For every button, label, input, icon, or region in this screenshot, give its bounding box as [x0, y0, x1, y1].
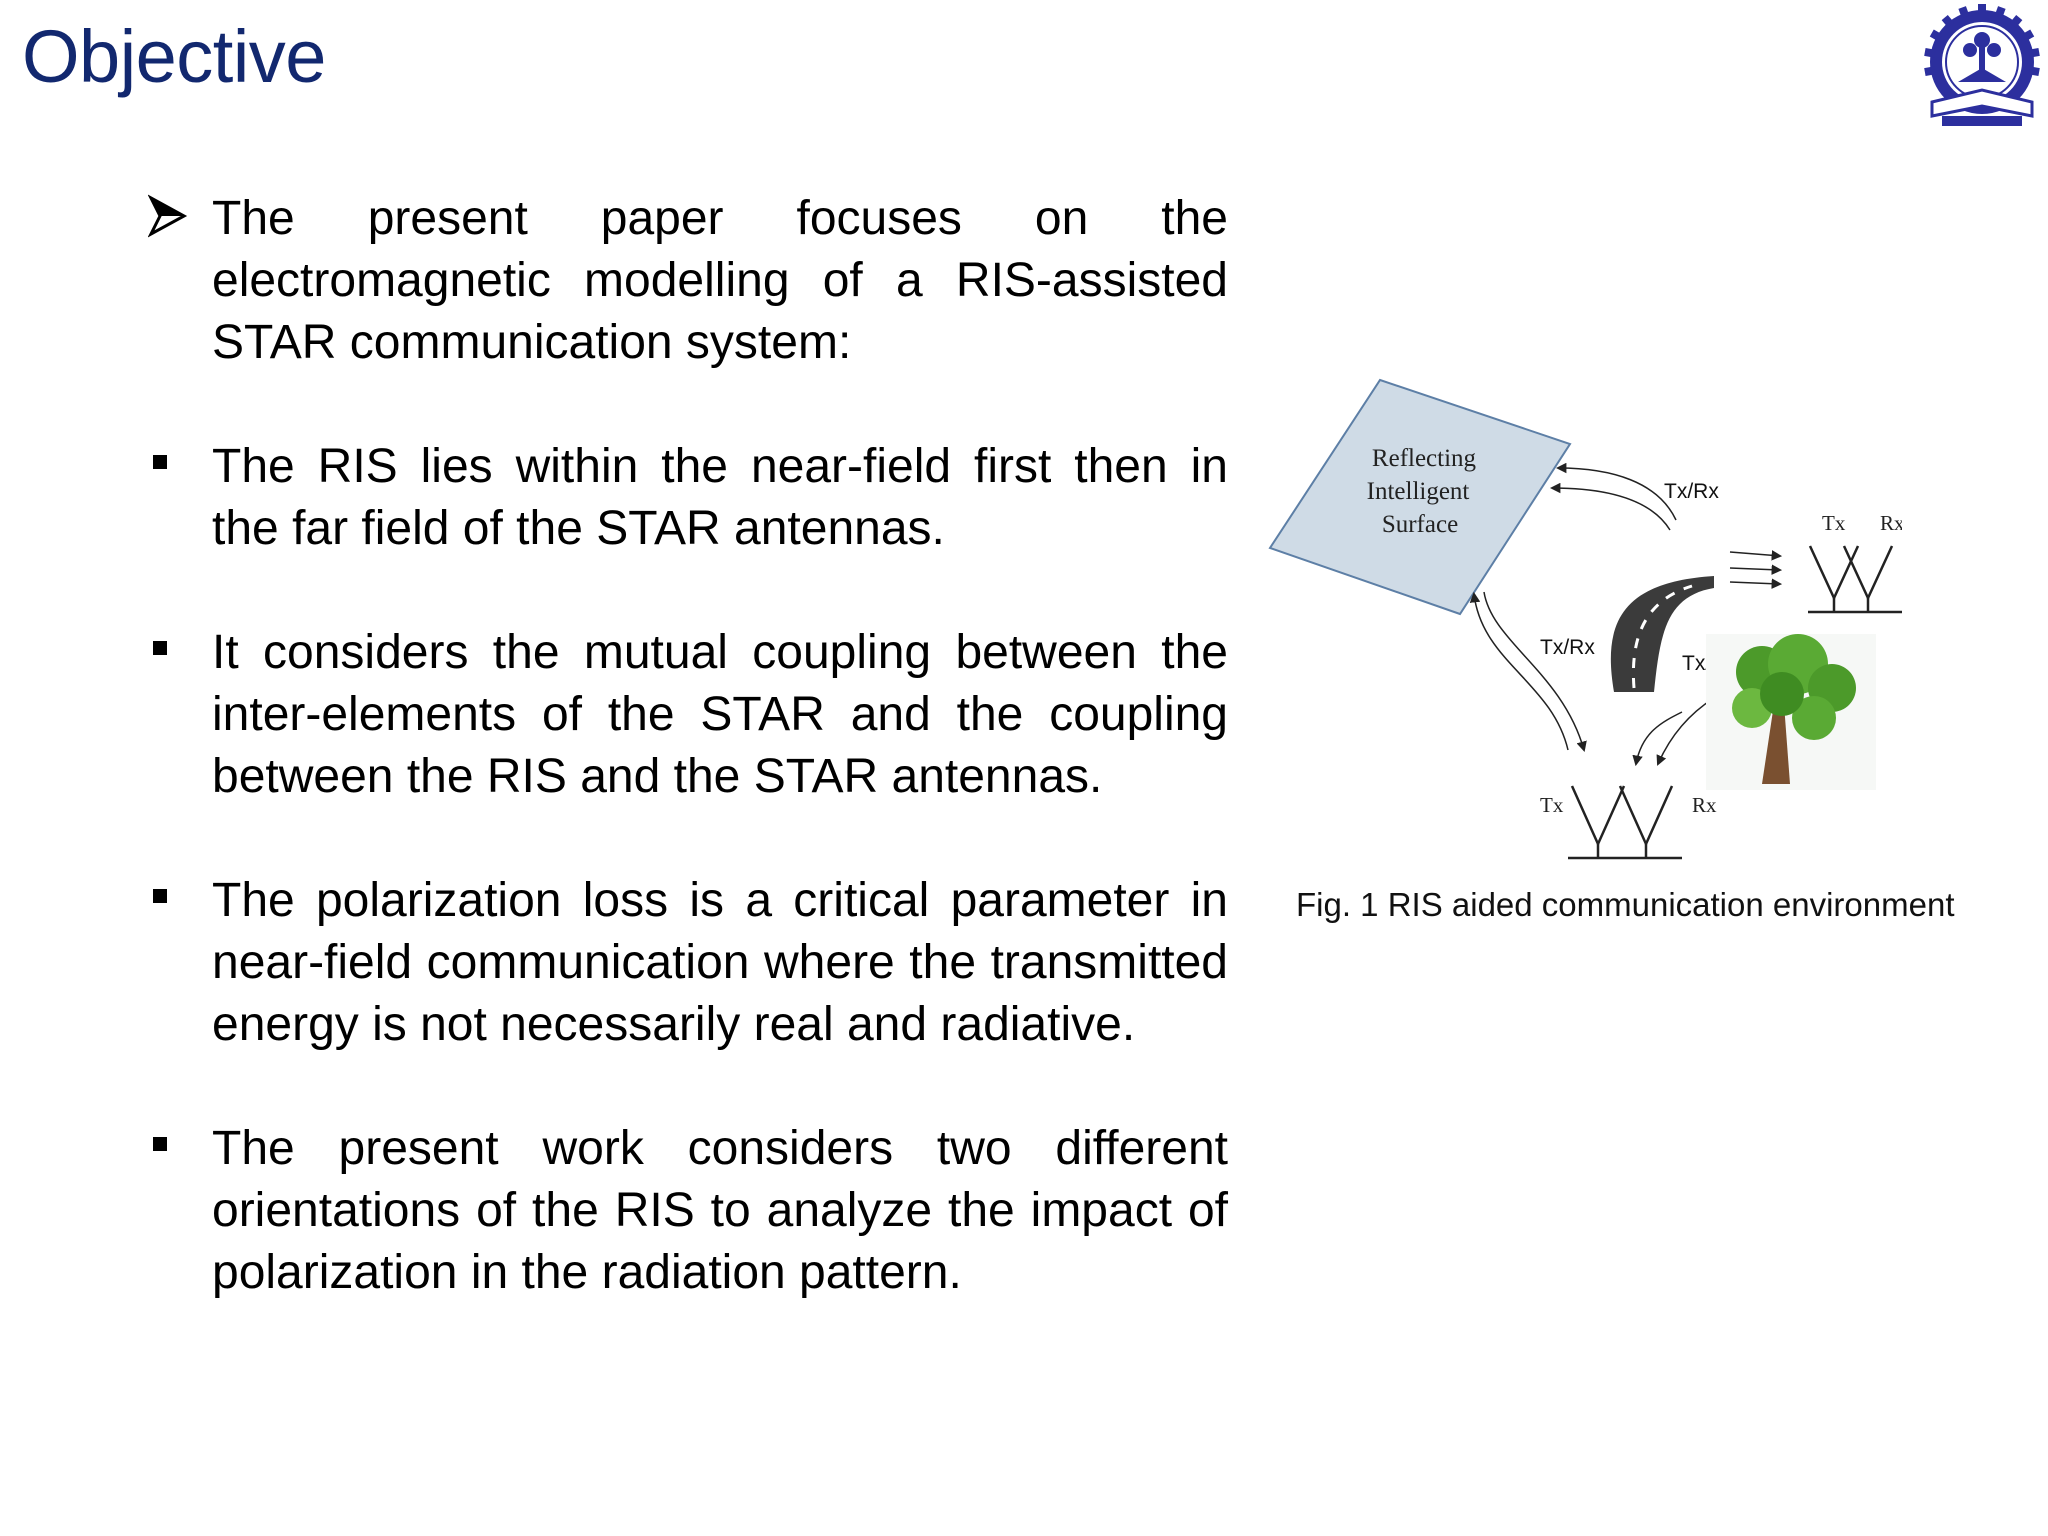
square-bullet-icon [153, 641, 167, 655]
slide-title: Objective [22, 15, 326, 98]
bottom-antenna-pair [1568, 785, 1682, 860]
right-rx-label: Rx [1880, 511, 1902, 535]
square-bullet-icon [153, 889, 167, 903]
intro-text: The present paper focuses on the electro… [212, 192, 1228, 369]
bullet-text: It considers the mutual coupling between… [212, 626, 1228, 803]
bullet-text: The present work considers two different… [212, 1122, 1228, 1299]
bottom-tx-label: Tx [1540, 793, 1564, 817]
figure-caption: Fig. 1 RIS aided communication environme… [1296, 886, 1955, 923]
bullet-item: The RIS lies within the near-field first… [148, 436, 1228, 560]
ris-environment-figure: Reflecting Intelligent Surface Tx/Rx Tx … [1268, 378, 1902, 860]
square-bullet-icon [153, 455, 167, 469]
bullet-item: It considers the mutual coupling between… [148, 622, 1228, 808]
tree-illustration [1706, 634, 1876, 790]
square-bullet-icon [153, 1137, 167, 1151]
ris-label-line2: Intelligent [1367, 478, 1470, 505]
ris-panel [1268, 378, 1572, 616]
ris-label-line3: Surface [1382, 511, 1458, 538]
arrow-bullet-icon [148, 194, 188, 238]
institute-logo-icon [1924, 4, 2040, 126]
bullet-item: The polarization loss is a critical para… [148, 870, 1228, 1056]
bullet-text: The RIS lies within the near-field first… [212, 440, 1228, 555]
bullet-text: The polarization loss is a critical para… [212, 874, 1228, 1051]
intro-item: The present paper focuses on the electro… [148, 188, 1228, 374]
link-label-top: Tx/Rx [1664, 480, 1719, 503]
road [1610, 576, 1714, 692]
right-tx-label: Tx [1822, 511, 1846, 535]
bullet-item: The present work considers two different… [148, 1118, 1228, 1304]
link-label-left: Tx/Rx [1540, 636, 1595, 659]
objective-list: The present paper focuses on the electro… [148, 188, 1228, 1304]
bottom-rx-label: Rx [1692, 793, 1717, 817]
ris-label-line1: Reflecting [1372, 445, 1477, 472]
right-antenna-pair [1808, 545, 1902, 614]
